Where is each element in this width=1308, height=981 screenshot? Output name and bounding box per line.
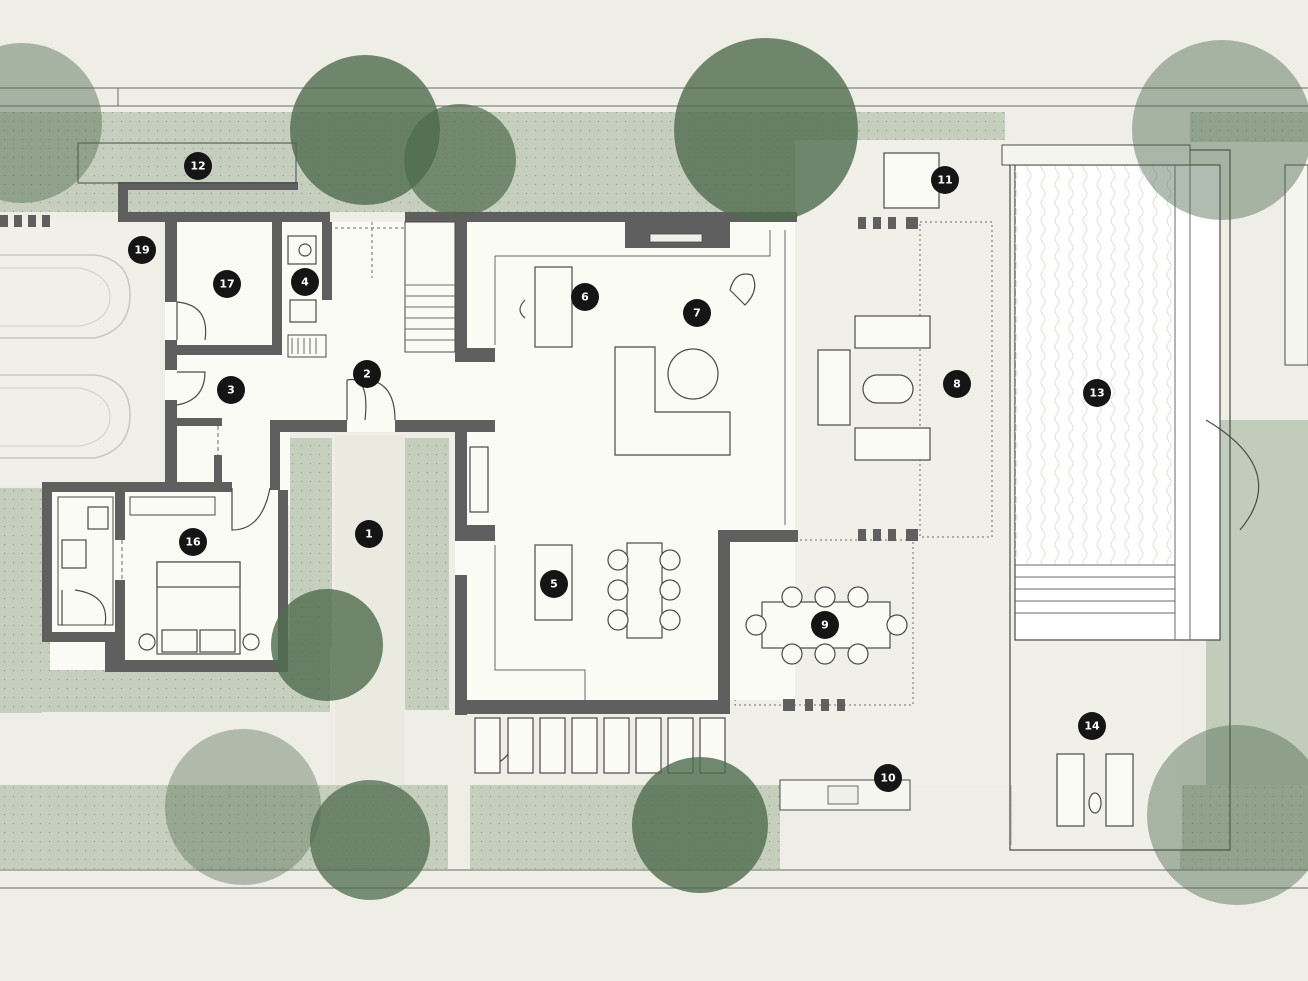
marker-10[interactable]: 10 bbox=[874, 764, 902, 792]
outdoor-lounge bbox=[817, 315, 931, 461]
staircase bbox=[335, 221, 456, 353]
marker-16[interactable]: 16 bbox=[179, 528, 207, 556]
marker-5[interactable]: 5 bbox=[540, 570, 568, 598]
living-furniture bbox=[469, 230, 786, 525]
svg-text:12: 12 bbox=[190, 160, 205, 173]
svg-text:1: 1 bbox=[365, 528, 373, 541]
svg-text:4: 4 bbox=[301, 276, 309, 289]
marker-8[interactable]: 8 bbox=[943, 370, 971, 398]
svg-text:10: 10 bbox=[880, 772, 896, 785]
marker-1[interactable]: 1 bbox=[355, 520, 383, 548]
svg-text:7: 7 bbox=[693, 307, 701, 320]
swimming-pool bbox=[1001, 144, 1308, 641]
marker-9[interactable]: 9 bbox=[811, 611, 839, 639]
wc-fixtures bbox=[287, 235, 327, 358]
marker-12[interactable]: 12 bbox=[184, 152, 212, 180]
marker-19[interactable]: 19 bbox=[128, 236, 156, 264]
marker-6[interactable]: 6 bbox=[571, 283, 599, 311]
bedroom-bed bbox=[138, 561, 260, 655]
svg-text:16: 16 bbox=[185, 536, 201, 549]
room-markers: 1 2 3 4 5 6 7 8 9 10 11 12 13 14 16 17 1… bbox=[128, 152, 1111, 792]
marker-3[interactable]: 3 bbox=[217, 376, 245, 404]
walls bbox=[42, 182, 798, 715]
svg-text:3: 3 bbox=[227, 384, 235, 397]
svg-text:8: 8 bbox=[953, 378, 961, 391]
svg-text:5: 5 bbox=[550, 578, 558, 591]
svg-text:14: 14 bbox=[1084, 720, 1100, 733]
marker-14[interactable]: 14 bbox=[1078, 712, 1106, 740]
sun-loungers bbox=[1056, 753, 1134, 827]
marker-13[interactable]: 13 bbox=[1083, 379, 1111, 407]
svg-text:13: 13 bbox=[1089, 387, 1104, 400]
svg-text:2: 2 bbox=[363, 368, 371, 381]
marker-4[interactable]: 4 bbox=[291, 268, 319, 296]
svg-text:11: 11 bbox=[937, 174, 952, 187]
marker-7[interactable]: 7 bbox=[683, 299, 711, 327]
svg-text:19: 19 bbox=[134, 244, 149, 257]
svg-text:6: 6 bbox=[581, 291, 589, 304]
marker-17[interactable]: 17 bbox=[213, 270, 241, 298]
marker-11[interactable]: 11 bbox=[931, 166, 959, 194]
carport-cars bbox=[0, 254, 131, 459]
trees bbox=[0, 38, 1308, 905]
storage-units bbox=[0, 142, 940, 811]
svg-text:17: 17 bbox=[219, 278, 234, 291]
dining-furniture bbox=[494, 542, 681, 700]
svg-text:9: 9 bbox=[821, 619, 829, 632]
bathroom-fixtures bbox=[57, 496, 216, 626]
marker-2[interactable]: 2 bbox=[353, 360, 381, 388]
outdoor-dining bbox=[745, 586, 908, 665]
